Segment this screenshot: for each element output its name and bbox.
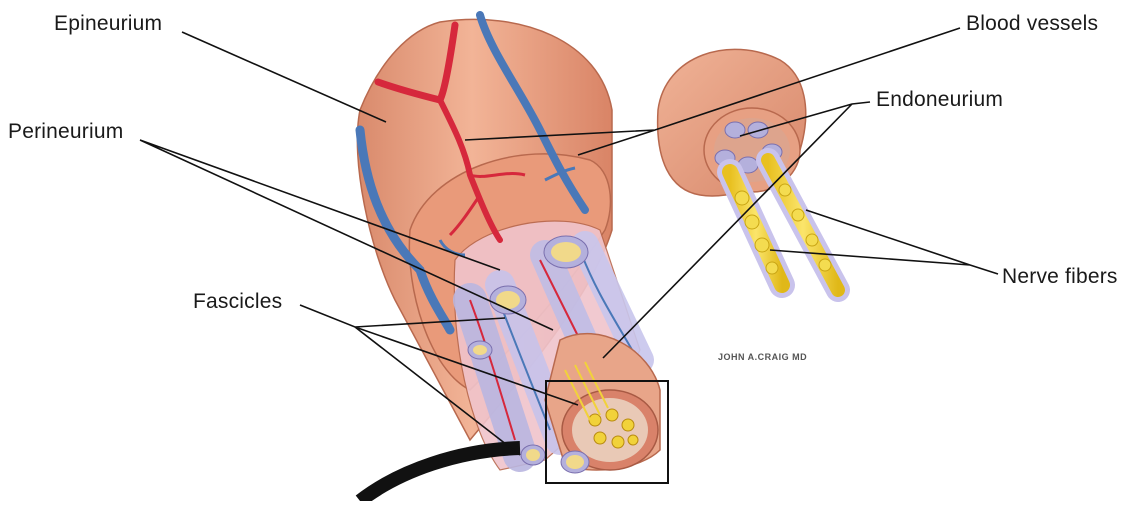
label-fascicles: Fascicles [193,290,282,314]
nerve-fiber-strands [730,160,838,290]
label-nerve-fibers: Nerve fibers [1002,265,1118,289]
curved-arrow [360,448,520,501]
leader-epineurium [182,32,386,122]
label-endoneurium: Endoneurium [876,88,1003,112]
artist-signature: JOHN A.CRAIG MD [718,352,807,362]
fascicle-detail [658,49,838,290]
main-nerve [357,15,660,473]
label-epineurium: Epineurium [54,12,162,36]
label-blood-vessels: Blood vessels [966,12,1098,36]
label-perineurium: Perineurium [8,120,123,144]
